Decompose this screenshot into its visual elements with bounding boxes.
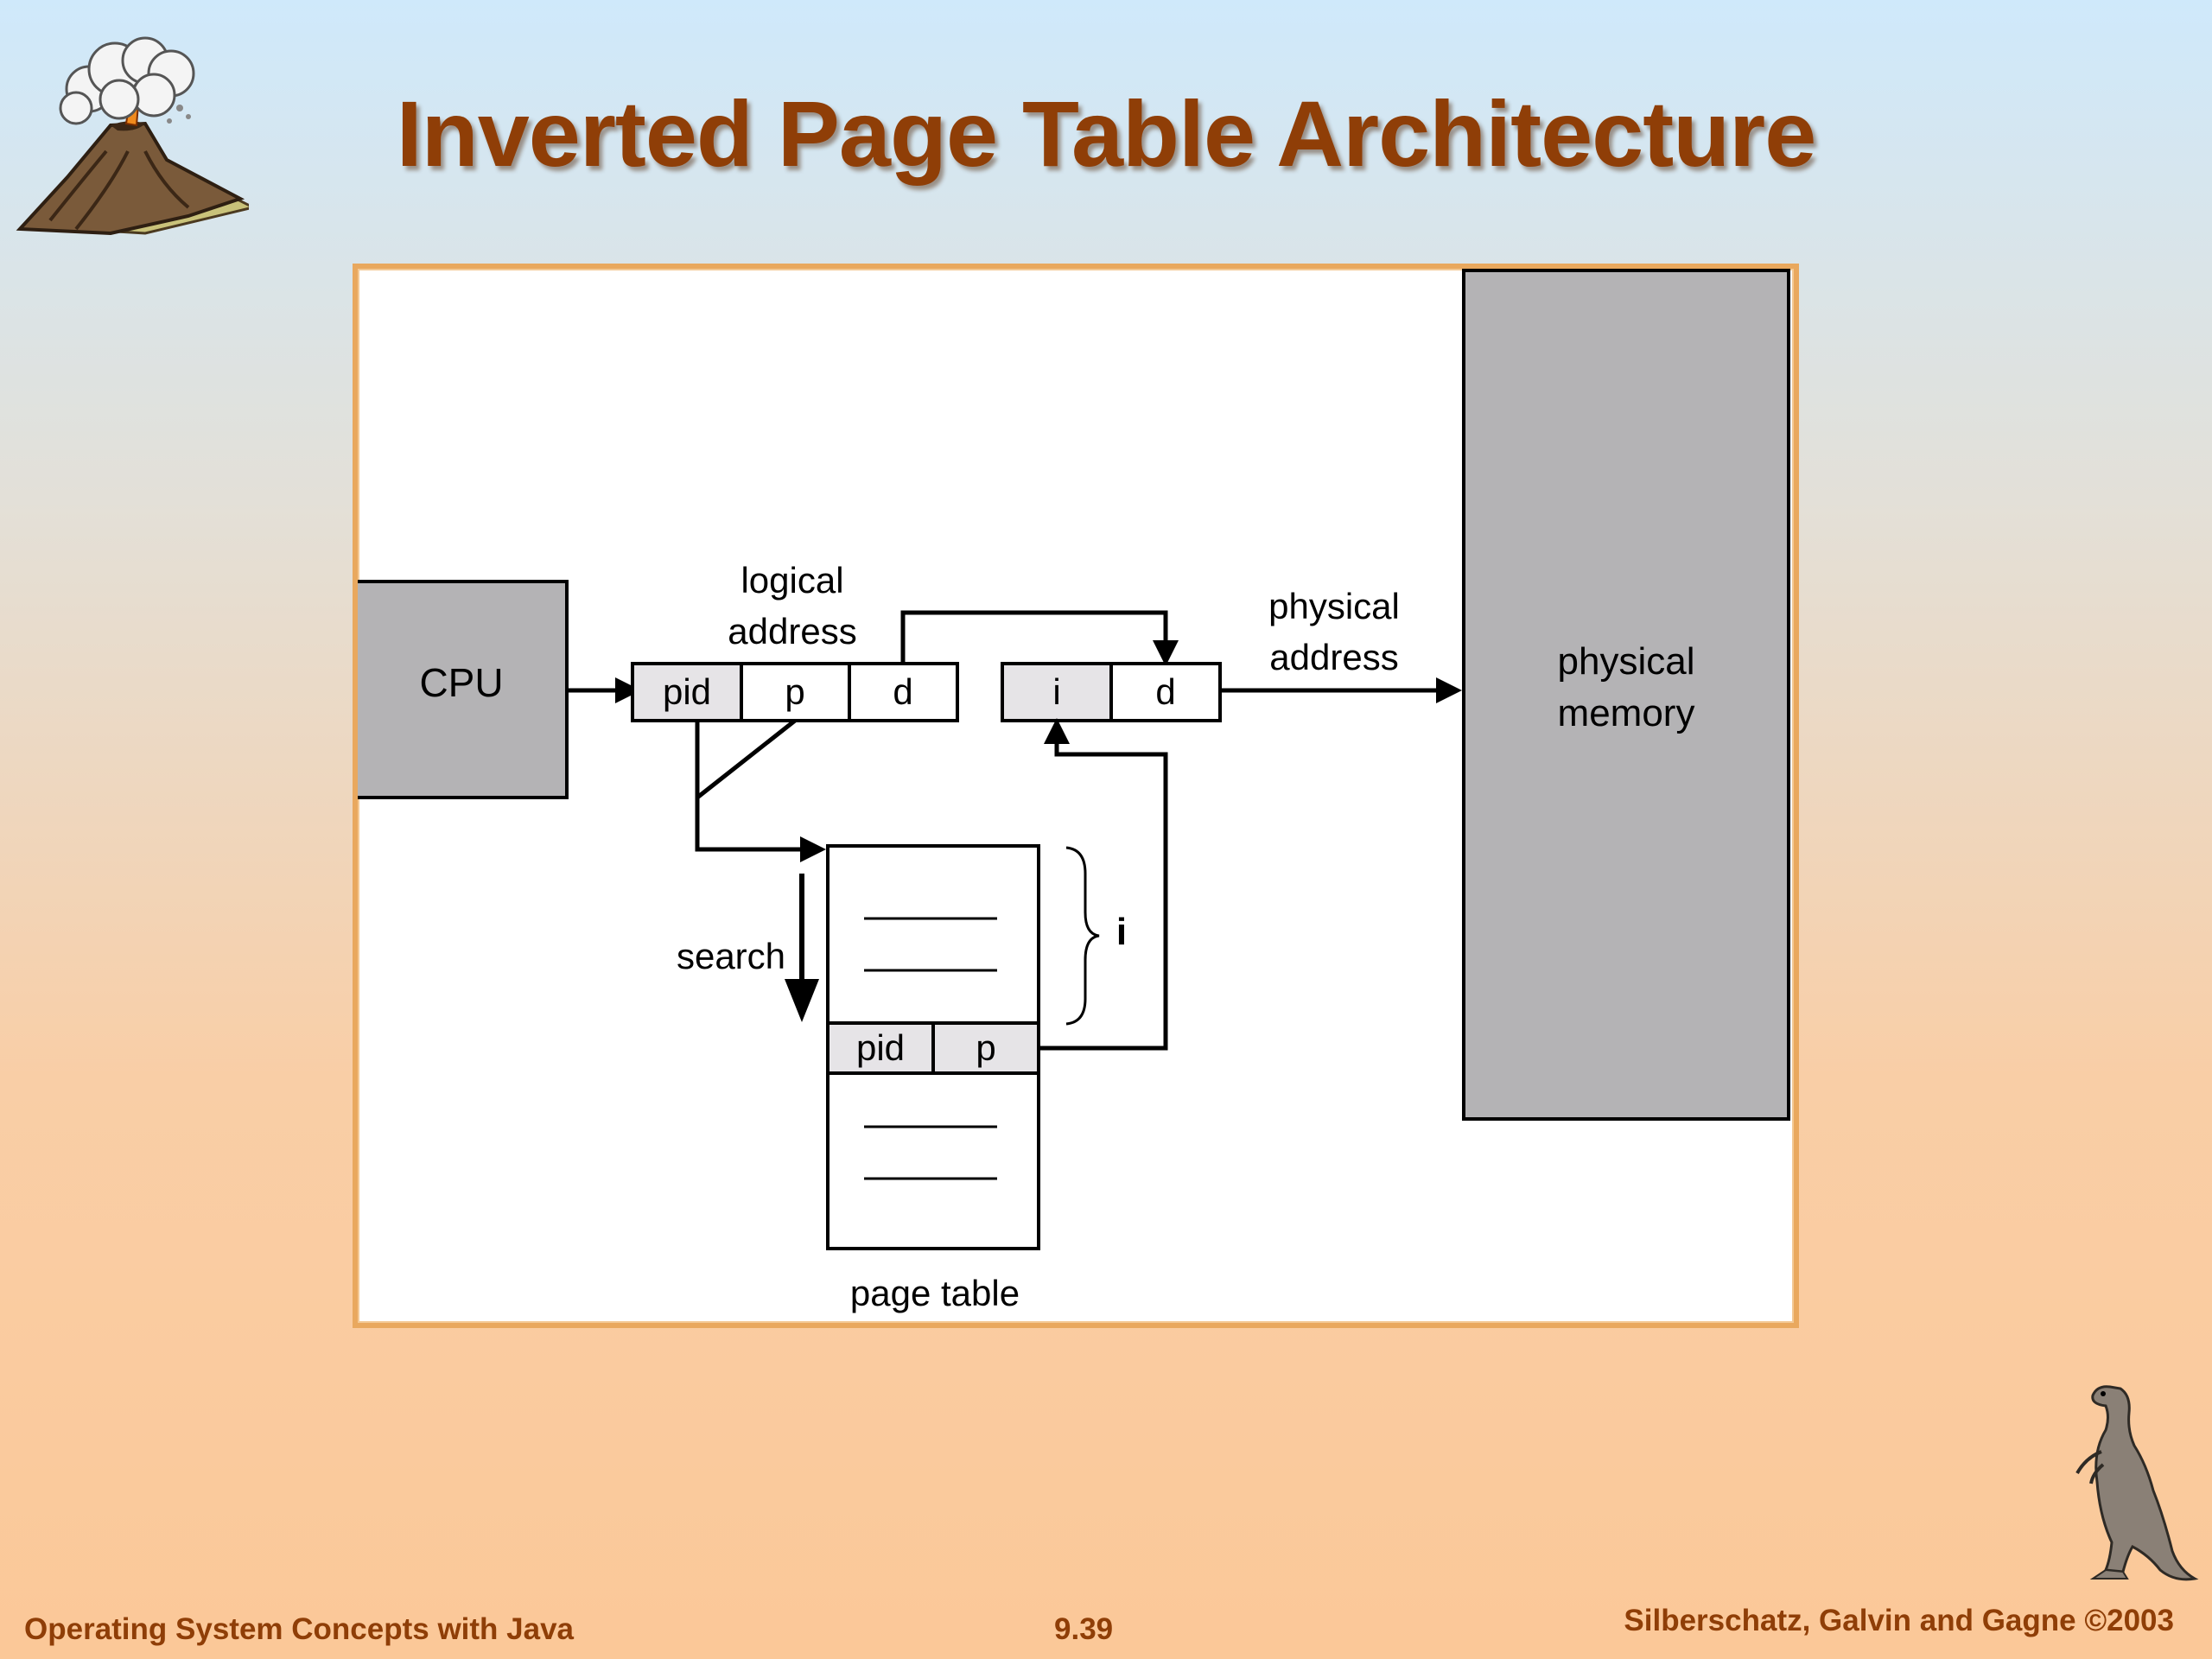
search-label: search [677,936,785,976]
physical-address-label-line1: physical [1268,586,1400,626]
physical-field-d-label: d [1155,671,1175,712]
physical-memory-box [1462,269,1790,1121]
physical-address-label-line2: address [1269,637,1398,677]
pid-route-line [695,721,809,852]
logical-field-p-label: p [785,671,804,712]
page-table-match-p [931,1021,1040,1075]
page-table-label: page table [850,1273,1020,1313]
volcano-icon [16,36,249,236]
offset-route-line [900,610,1168,664]
footer-book-title: Operating System Concepts with Java [24,1612,575,1646]
page-table-p-label: p [976,1027,995,1068]
index-label: i [1116,911,1127,953]
dinosaur-icon [2075,1385,2199,1581]
logical-field-d-label: d [893,671,912,712]
physical-memory-label-line2: memory [1558,692,1695,734]
cpu-label: CPU [419,660,503,705]
physical-field-i-label: i [1052,671,1060,712]
cpu-box [358,580,569,799]
logical-field-pid-label: pid [663,671,711,712]
diagram-frame: CPU logical address pid p d i d physical… [353,264,1799,1328]
physical-memory-label-line1: physical [1558,640,1695,683]
index-return-line [1039,735,1168,1051]
inverted-page-table-diagram: CPU logical address pid p d i d physical… [358,269,1790,1313]
logical-address-label-line2: address [728,611,856,652]
logical-field-d [848,662,959,722]
footer-slide-number: 9.39 [1054,1612,1114,1646]
index-brace [1065,846,1100,1026]
page-table-pid-label: pid [856,1027,905,1068]
footer-copyright: Silberschatz, Galvin and Gagne ©2003 [1624,1604,2174,1637]
slide-title: Inverted Page Table Architecture [396,81,1817,186]
logical-field-p [740,662,851,722]
logical-address-label-line1: logical [741,560,843,601]
page-table-match-pid [826,1021,935,1075]
p-route-line [696,719,797,799]
